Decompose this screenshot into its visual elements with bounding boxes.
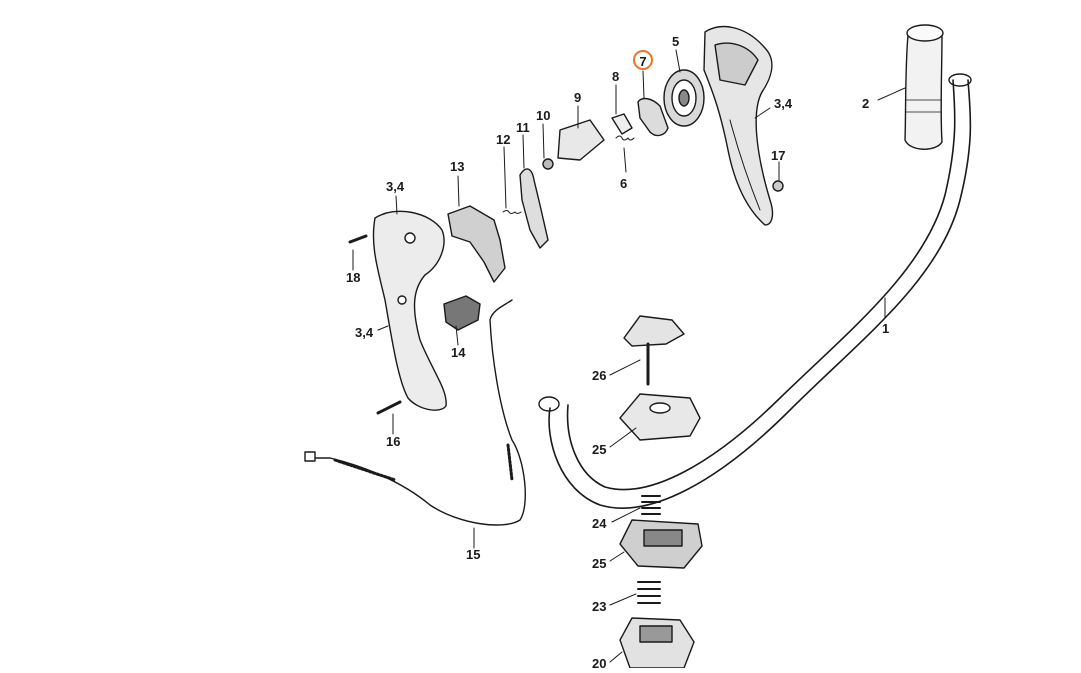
part-3-4-right-housing bbox=[703, 25, 774, 226]
label-part-25-lower: 25 bbox=[592, 556, 607, 571]
part-24-spring bbox=[641, 495, 661, 515]
label-part-8: 8 bbox=[612, 69, 620, 84]
part-9-trigger-plate bbox=[557, 119, 605, 161]
part-6-spring bbox=[615, 135, 635, 141]
part-23-spring bbox=[637, 581, 661, 604]
label-part-7-highlighted[interactable]: 7 bbox=[633, 50, 653, 70]
label-part-9: 9 bbox=[574, 90, 582, 105]
part-2-grip bbox=[904, 24, 944, 150]
label-part-1: 1 bbox=[882, 321, 890, 336]
label-part-6: 6 bbox=[620, 176, 628, 191]
part-15-cable bbox=[304, 299, 526, 526]
label-part-12: 12 bbox=[496, 132, 511, 147]
label-part-10: 10 bbox=[536, 108, 551, 123]
part-17-nut bbox=[772, 180, 784, 192]
label-part-3-4-right: 3,4 bbox=[774, 96, 793, 111]
part-13-switch bbox=[447, 205, 506, 283]
label-part-14: 14 bbox=[451, 345, 466, 360]
part-14-switch-module bbox=[443, 295, 481, 331]
part-25-upper-clamp bbox=[619, 393, 701, 441]
part-18-screw bbox=[348, 234, 368, 244]
label-part-15: 15 bbox=[466, 547, 481, 562]
label-part-5: 5 bbox=[672, 34, 680, 49]
part-26-clamp-knob bbox=[623, 315, 685, 386]
part-12-spring bbox=[502, 210, 522, 214]
part-10-screw bbox=[542, 158, 554, 170]
part-11-throttle-trigger bbox=[519, 168, 549, 249]
leader-lines bbox=[352, 49, 906, 663]
part-3-4-left-housing bbox=[372, 210, 447, 411]
label-part-23: 23 bbox=[592, 599, 607, 614]
part-7-lever bbox=[637, 97, 669, 137]
label-part-2: 2 bbox=[862, 96, 870, 111]
part-8-clip bbox=[611, 113, 633, 135]
label-part-18: 18 bbox=[346, 270, 361, 285]
part-20-base bbox=[619, 617, 695, 669]
part-1-handlebar-tube bbox=[538, 73, 972, 509]
label-part-17: 17 bbox=[771, 148, 786, 163]
part-16-screw bbox=[376, 400, 402, 415]
label-part-3-4-left: 3,4 bbox=[355, 325, 374, 340]
label-part-11: 11 bbox=[516, 120, 530, 135]
part-25-lower-clamp bbox=[619, 519, 703, 569]
label-part-16: 16 bbox=[386, 434, 401, 449]
label-part-20: 20 bbox=[592, 656, 607, 671]
label-part-3-4-top: 3,4 bbox=[386, 179, 405, 194]
label-part-24: 24 bbox=[592, 516, 607, 531]
label-part-26: 26 bbox=[592, 368, 607, 383]
part-5-wheel bbox=[663, 69, 705, 127]
label-part-25-upper: 25 bbox=[592, 442, 607, 457]
label-part-13: 13 bbox=[450, 159, 465, 174]
